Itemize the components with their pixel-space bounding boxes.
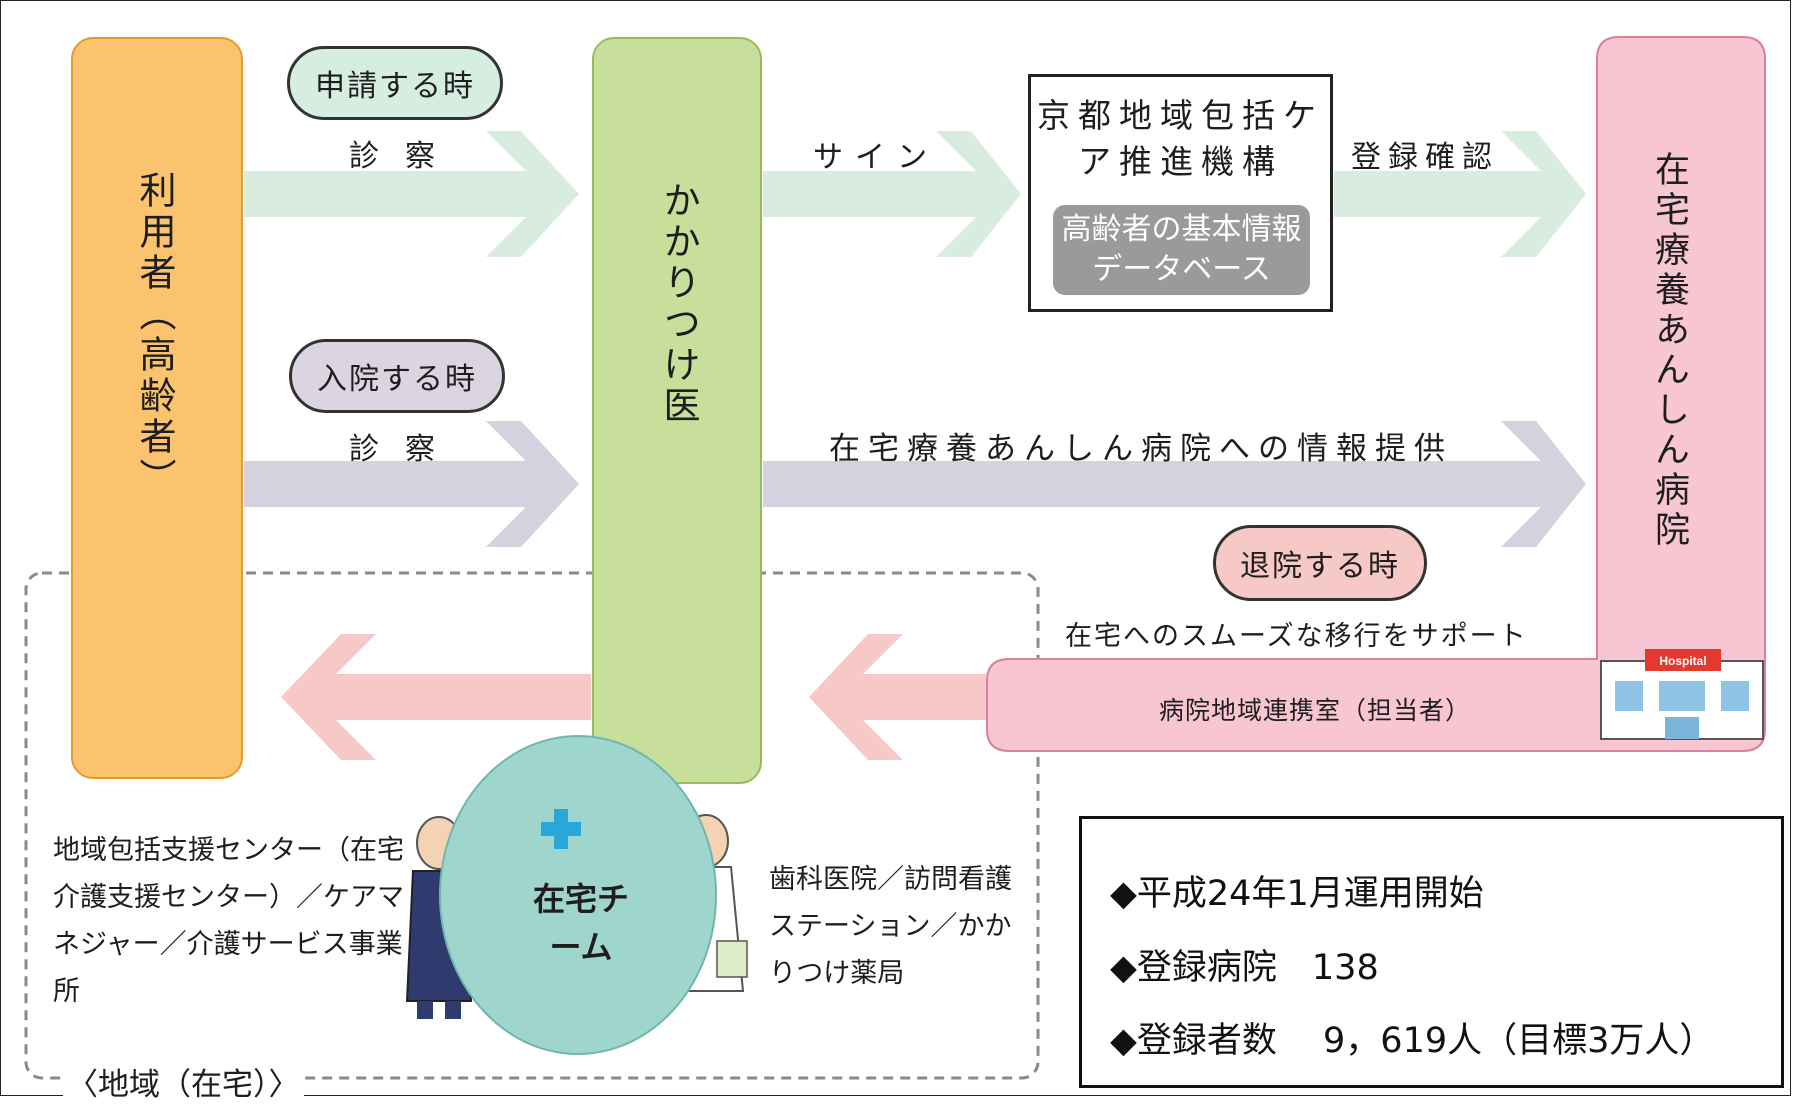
arrow-confirm [1334,131,1586,257]
hospital-label: 在宅療養あんしん病院 [1649,151,1689,551]
home-team-label: 在宅チーム [532,880,629,966]
stat-operation-start: ◆平成24年1月運用開始 [1110,874,1484,914]
arrow-apply [244,131,579,257]
user-column [71,37,243,779]
home-team-circle [439,735,717,1055]
apply-time-pill: 申請する時 [287,46,503,120]
user-label: 利用者（高齢者） [133,171,176,499]
stats-box: ◆平成24年1月運用開始 ◆登録病院 138 ◆登録者数 9，619人（目標3万… [1079,816,1784,1088]
exam-label-admit: 診察 [349,432,461,467]
elderly-database-box: 高齢者の基本情報データベース [1053,205,1310,295]
admission-time-pill: 入院する時 [289,339,505,413]
medical-cross-icon [541,809,581,849]
doctor-label: かかりつけ医 [657,181,700,427]
kyoto-organization-box: 京都地域包括ケア推進機構 高齢者の基本情報データベース [1028,74,1333,312]
arrow-discharge-1 [809,634,986,760]
info-provision-label: 在宅療養あんしん病院への情報提供 [829,431,1453,467]
exam-label-apply: 診察 [349,139,461,174]
doctor-column [592,37,762,784]
arrow-admit [244,421,579,547]
arrow-sign [763,131,1021,257]
regional-support-list: 地域包括支援センター（在宅介護支援センター）／ケアマネジャー／介護サービス事業所 [53,835,404,1007]
hospital-sign: Hospital [1659,654,1706,668]
register-confirm-label: 登録確認 [1351,140,1499,175]
stat-registered-hospitals: ◆登録病院 138 [1110,948,1379,988]
liaison-office-label: 病院地域連携室（担当者） [1159,696,1472,725]
arrow-discharge-2 [281,634,591,760]
arrow-info [763,421,1586,547]
hospital-building-icon [1600,649,1764,740]
stat-registrants: ◆登録者数 9，619人（目標3万人） [1110,1021,1715,1061]
sign-label: サイン [813,140,939,175]
region-label: 〈地域（在宅）〉 [63,1059,304,1104]
region-boundary [24,571,1040,1080]
medical-services-list: 歯科医院／訪問看護ステーション／かかりつけ薬局 [769,864,1012,989]
discharge-time-pill: 退院する時 [1213,525,1427,601]
smooth-transition-label: 在宅へのスムーズな移行をサポート [1065,621,1528,652]
kyoto-organization-title: 京都地域包括ケア推進機構 [1037,96,1324,181]
